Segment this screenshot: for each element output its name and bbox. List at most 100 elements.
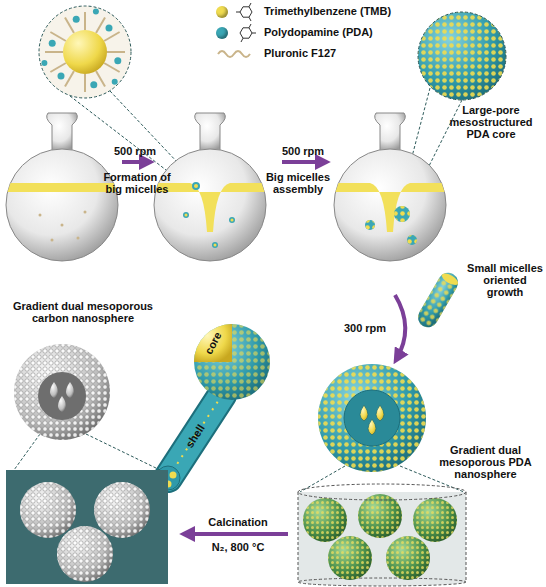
core-zoom-part [418, 12, 506, 100]
micelle-zoom-part-part [96, 71, 105, 87]
micelle-zoom-part [45, 12, 125, 92]
core-shell-model-part [168, 395, 222, 478]
round-flask-part [195, 113, 226, 150]
beaker-part [303, 498, 347, 542]
carbon-product-part [57, 526, 113, 582]
round-flask-part [185, 184, 234, 247]
micelle-zoom-part-part [114, 57, 121, 64]
carbon-nanosphere [14, 344, 160, 470]
annotation-label: Gradient dual mesoporous PDA nanosphere [428, 444, 543, 480]
carbon-product-part [20, 482, 76, 538]
round-flask-part [47, 113, 78, 150]
round-flask-part [183, 182, 235, 248]
beaker [298, 484, 466, 586]
micelle-zoom-part [41, 8, 121, 88]
micelle-zoom-part-part [104, 63, 120, 72]
round-flask-part [334, 149, 446, 261]
beaker-part [298, 578, 466, 586]
beaker-part [413, 498, 457, 542]
annotation-label: 500 rpm [110, 145, 160, 157]
legend-text: Polydopamine (PDA) [264, 26, 373, 39]
carbon-product-part [94, 482, 150, 538]
legend-swatch [216, 6, 228, 18]
pda-nanosphere-part-part [360, 405, 368, 421]
micelle-zoom-part-part [65, 17, 74, 33]
annotation-label: 300 rpm [338, 322, 392, 334]
round-flask-part-part [192, 182, 200, 190]
round-flask-part [8, 183, 117, 192]
annotation-label: Big micelles assembly [256, 171, 340, 195]
annotation-label: Large-pore mesostructured PDA core [440, 104, 542, 140]
beaker-part [358, 494, 402, 538]
core-zoom-part [418, 12, 506, 100]
carbon-nanosphere-part-part [66, 382, 74, 398]
round-flask [154, 113, 266, 261]
pda-nanosphere-part-part [376, 405, 384, 421]
annotation-label: Gradient dual mesoporous carbon nanosphe… [8, 300, 158, 324]
carbon-product [6, 470, 168, 584]
pda-nanosphere [300, 364, 464, 492]
core-shell-model-part-part [170, 472, 177, 479]
micelle-zoom-part [39, 6, 131, 98]
molecule-icon-part [249, 17, 251, 21]
annotation-label: Formation of big micelles [100, 171, 174, 195]
molecule-icon-part [236, 12, 240, 13]
pda-nanosphere-part [344, 390, 400, 446]
round-flask [334, 113, 446, 261]
round-flask-part-part [61, 224, 64, 227]
round-flask-part-part [394, 206, 410, 222]
round-flask-part-part [214, 244, 217, 247]
legend-sample [216, 47, 256, 61]
carbon-nanosphere-part [86, 434, 160, 470]
carbon-product-part [20, 482, 76, 538]
micelle-zoom-part-part [96, 17, 105, 33]
beaker-part [298, 492, 299, 582]
core-zoom-part [418, 12, 506, 100]
core-shell-model-part [168, 395, 222, 478]
core-shell-model-part [194, 324, 270, 400]
round-flask-part-part [407, 235, 417, 245]
micelle-zoom-part-part [45, 51, 63, 53]
round-flask-part-part [77, 237, 80, 240]
micelle-zoom-part-part [50, 63, 66, 72]
core-shell-model-part [168, 395, 222, 478]
micelle-cylinder [414, 269, 461, 331]
carbon-nanosphere-part [14, 434, 40, 470]
beaker-part [328, 536, 372, 580]
micelle-zoom-part-part [107, 51, 125, 53]
legend-swatch [216, 27, 228, 39]
core-shell-model-part [194, 324, 232, 362]
micelle-zoom-part-part [58, 73, 65, 80]
micelle-zoom-part-part [90, 81, 97, 88]
process-arrow-part [395, 295, 405, 360]
carbon-nanosphere-part [50, 382, 74, 412]
beaker-part [328, 536, 372, 580]
round-flask-part-part [194, 184, 198, 188]
carbon-nanosphere-part-part [50, 382, 58, 398]
micelle-cylinder-part [440, 271, 460, 287]
process-arrow-part [122, 160, 150, 164]
micelle-zoom-part-part [65, 71, 74, 87]
molecule-icon-part [241, 38, 243, 42]
molecule-icon-part [249, 24, 251, 28]
micelle-cylinder-part [414, 269, 461, 331]
annotation-label: Calcination [190, 516, 286, 528]
legend-text: Trimethylbenzene (TMB) [264, 5, 391, 18]
beaker-part [466, 492, 467, 582]
round-flask-part-part [212, 242, 218, 248]
round-flask-part-part [185, 214, 188, 217]
carbon-nanosphere-part [38, 372, 86, 420]
round-flask-part [375, 113, 406, 150]
micelle-cylinder-part [414, 269, 461, 331]
molecule-icon-part [252, 33, 256, 34]
round-flask-part [365, 206, 417, 245]
legend-text: Pluronic F127 [264, 47, 336, 60]
round-flask-part-part [183, 212, 189, 218]
carbon-nanosphere-part [14, 344, 110, 440]
round-flask-part [156, 183, 265, 232]
core-shell-model [156, 324, 270, 490]
carbon-nanosphere-part-part [58, 396, 66, 412]
molecule-icon-part [240, 7, 252, 17]
micelle-zoom-part-part [73, 16, 80, 23]
